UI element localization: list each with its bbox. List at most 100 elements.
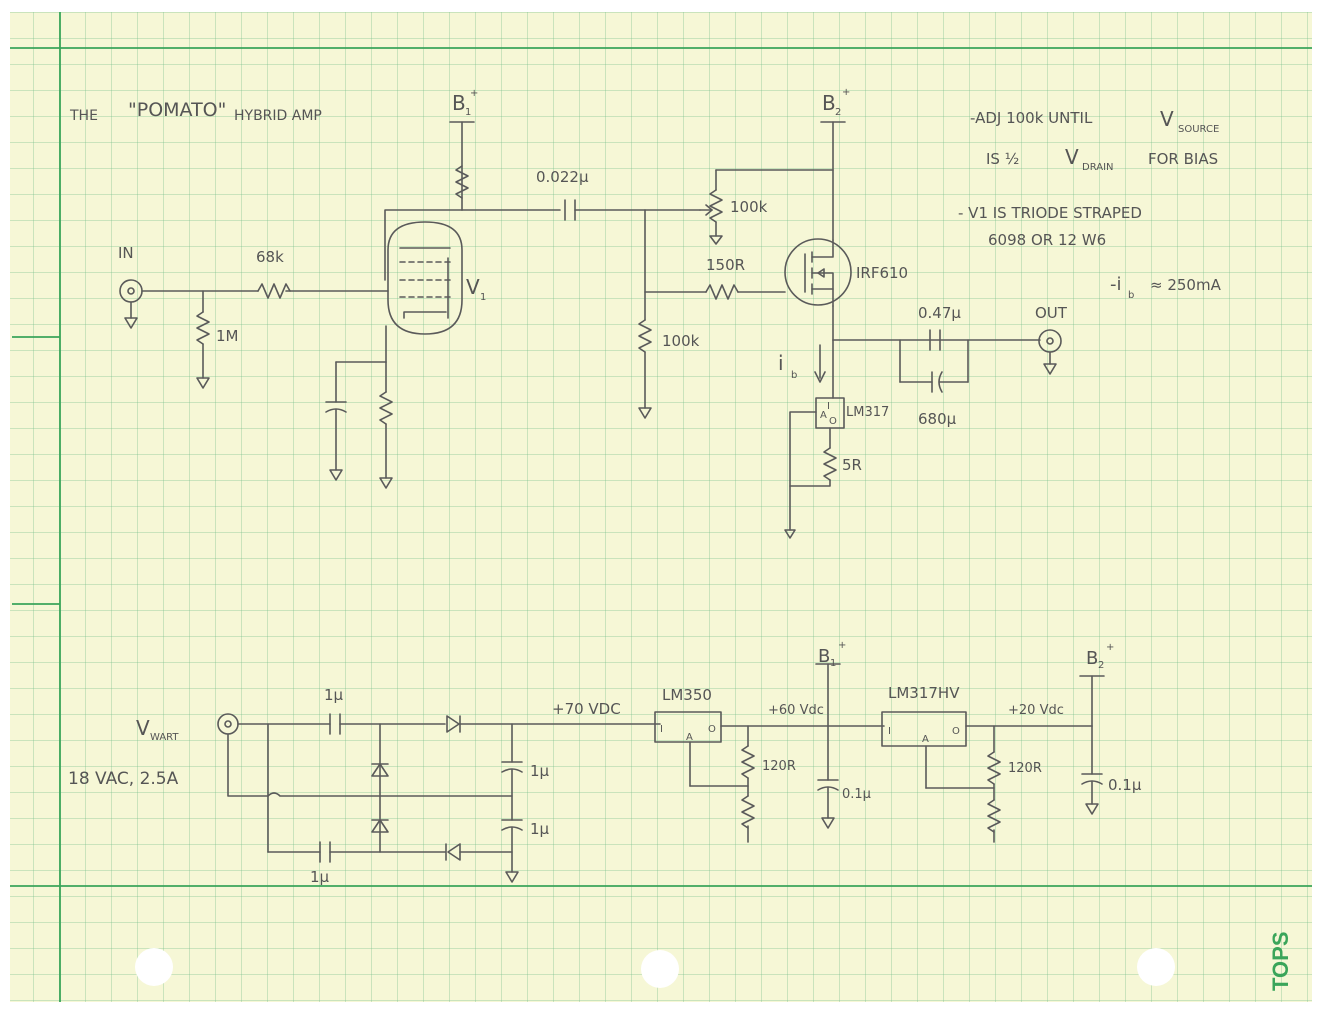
c1-label: 1μ [324, 686, 344, 704]
reg2-pin-a: A [922, 734, 929, 745]
note-line2-sub: DRAIN [1082, 162, 1114, 173]
reg1-adj-resistor [741, 795, 755, 829]
c4-label: 1μ [530, 820, 550, 838]
amp-b1-label: B [452, 91, 466, 115]
tube-label: V [466, 275, 480, 299]
diode-upper [371, 763, 389, 777]
v70-label: +70 VDC [552, 700, 621, 718]
tops-brand-logo: TOPS [1268, 931, 1293, 991]
lm350-regulator [654, 711, 722, 743]
reg1-label: LM350 [662, 686, 712, 704]
vacuum-tube [387, 221, 463, 335]
c3-label: 1μ [530, 762, 550, 780]
cathode-resistor [379, 391, 393, 425]
set-resistor [823, 447, 837, 481]
c01a-label: 0.1μ [842, 787, 871, 802]
v20-label: +20 Vdc [1008, 703, 1064, 718]
note-line2-c: FOR BIAS [1148, 150, 1218, 168]
cs-pin-a: A [820, 410, 827, 421]
binder-hole-center [641, 950, 679, 988]
reg1-pin-a: A [686, 732, 693, 743]
c01b-label: 0.1μ [1108, 776, 1142, 794]
vwart-sub: WART [150, 732, 179, 743]
ib-sub: b [791, 370, 797, 381]
note-line5-sub: b [1128, 290, 1134, 301]
ib-label: i [778, 351, 784, 375]
bias-potentiometer [709, 189, 723, 223]
cs-label: LM317 [846, 405, 889, 420]
note-line2-v: V [1065, 145, 1079, 169]
wall-wart-jack [217, 713, 239, 735]
amp-b1-sub: 1 [465, 107, 471, 118]
tube-label-sub: 1 [480, 292, 486, 303]
gate-resistor [705, 284, 739, 300]
binder-hole-right [1137, 948, 1175, 986]
bias-resistor [638, 319, 652, 353]
input-jack [119, 279, 143, 329]
title-name: "POMATO" [128, 99, 226, 121]
grid-leak-label: 1M [216, 327, 239, 345]
psu-b1-label: B [818, 646, 830, 667]
output-label: OUT [1035, 304, 1068, 322]
grid-leak-resistor [196, 311, 210, 345]
reg2-pin-i: I [888, 726, 891, 737]
title: THE "POMATO" HYBRID AMP [69, 99, 322, 124]
c2-label: 1μ [310, 868, 330, 886]
amp-b2-label: B [822, 91, 836, 115]
svg-text:TOPS: TOPS [1268, 931, 1293, 991]
power-supply-circuit: V WART 18 VAC, 2.5A 1μ 1μ [68, 640, 1142, 886]
note-line3: - V1 IS TRIODE STRAPED [958, 204, 1142, 222]
gate-resistor-label: 150R [706, 256, 745, 274]
binder-hole-left [135, 948, 173, 986]
diode-top [446, 715, 460, 733]
note-line5-b: ≈ 250mA [1150, 276, 1222, 294]
title-rest: HYBRID AMP [234, 108, 322, 124]
mosfet [784, 238, 852, 307]
page-margin-lines [10, 12, 1312, 1002]
reg1-pin-o: O [708, 724, 716, 735]
r120a-label: 120R [762, 759, 796, 774]
reg2-set-resistor [987, 751, 1001, 785]
r120b-label: 120R [1008, 761, 1042, 776]
input-resistor [257, 283, 291, 299]
diode-lower [371, 819, 389, 833]
note-line1-v: V [1160, 107, 1174, 131]
lm317hv-regulator [881, 711, 967, 747]
input-label: IN [118, 244, 134, 262]
out-cap2-label: 680μ [918, 410, 957, 428]
coupling-cap-label: 0.022μ [536, 168, 589, 186]
mosfet-label: IRF610 [856, 264, 908, 282]
note-line1-sub: SOURCE [1178, 124, 1219, 135]
vac-label: 18 VAC, 2.5A [68, 769, 179, 789]
diode-bottom [447, 843, 461, 861]
pot-label: 100k [730, 198, 768, 216]
set-resistor-label: 5R [842, 456, 862, 474]
graph-paper [10, 12, 1312, 1002]
cs-pin-o: O [829, 416, 837, 427]
cs-pin-i: I [827, 401, 830, 412]
output-jack [1038, 329, 1062, 375]
psu-b2-sup: + [1106, 642, 1114, 653]
plate-resistor [455, 165, 469, 199]
amplifier-circuit: IN 68k 1M V 1 B 1 + [118, 87, 1068, 539]
psu-b2-label: B [1086, 648, 1098, 669]
title-the: THE [69, 108, 98, 124]
bias-resistor-label: 100k [662, 332, 700, 350]
note-line1: -ADJ 100k UNTIL [970, 109, 1093, 127]
psu-b1-sup: + [838, 640, 846, 651]
amp-b2-sub: 2 [835, 107, 841, 118]
note-line2: IS ½ [986, 150, 1019, 168]
amp-b2-sup: + [842, 87, 850, 98]
psu-b1-sub: 1 [830, 658, 836, 669]
vwart-label: V [136, 716, 150, 740]
input-resistor-label: 68k [256, 248, 284, 266]
v60-label: +60 Vdc [768, 703, 824, 718]
reg2-label: LM317HV [888, 684, 960, 702]
note-line4: 6098 OR 12 W6 [988, 231, 1106, 249]
reg1-pin-i: I [660, 724, 663, 735]
note-line5: -i [1110, 274, 1122, 295]
reg1-set-resistor [741, 745, 755, 779]
psu-b2-sub: 2 [1098, 660, 1104, 671]
out-cap1-label: 0.47μ [918, 304, 961, 322]
